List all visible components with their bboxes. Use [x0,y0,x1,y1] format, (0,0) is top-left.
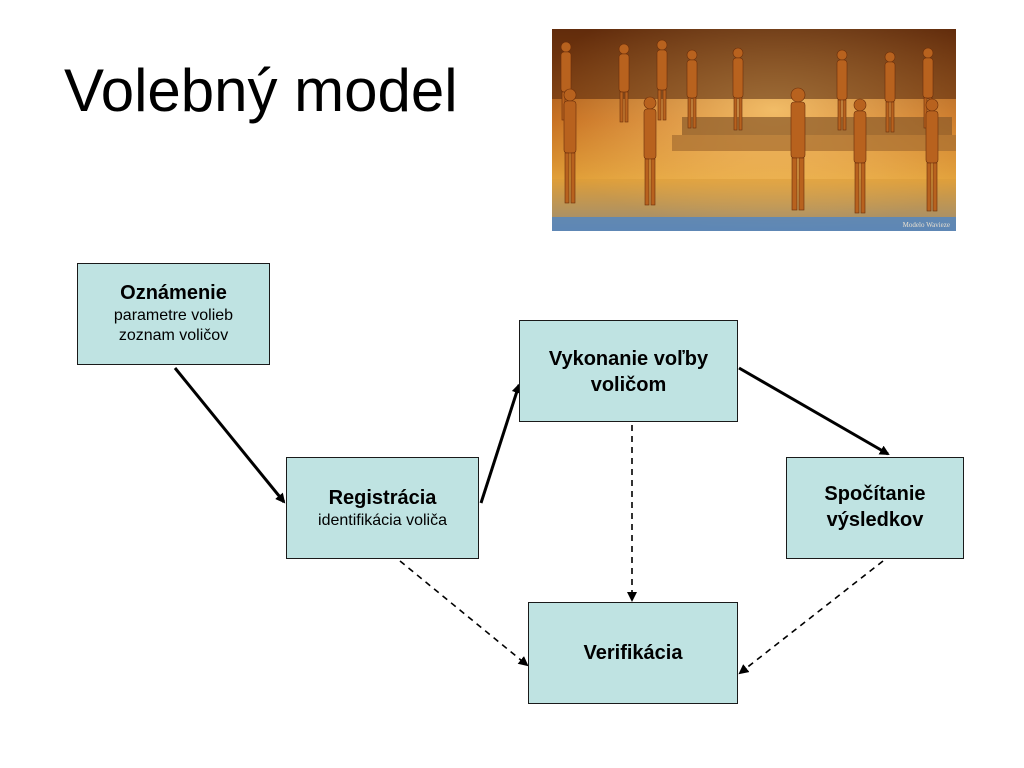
pageant-photo: Modelo Wavieze [552,29,956,231]
photo-watermark: Modelo Wavieze [903,221,950,229]
arrow-oznamenie-to-registracia [173,367,286,504]
arrow-vykonanie-to-spocitanie [738,366,890,456]
arrow-registracia-to-vykonanie [479,383,522,504]
box-verifikacia-title: Verifikácia [583,642,683,664]
box-spocitanie-title-line-2: výsledkov [826,509,924,531]
box-oznamenie: Oznámenie parametre volieb zoznam voličo… [77,263,270,365]
arrow-registracia-to-verifikacia [399,560,529,667]
arrow-spocitanie-to-verifikacia [738,560,884,675]
box-oznamenie-line-1: parametre volieb [113,307,234,324]
box-oznamenie-title: Oznámenie [120,282,227,304]
box-vykonanie-title-line-2: voličom [590,374,667,396]
box-verifikacia: Verifikácia [528,602,738,704]
box-registracia-title: Registrácia [328,487,437,509]
box-registracia-line-1: identifikácia voliča [318,512,447,529]
box-vykonanie-title-line-1: Vykonanie voľby [548,348,709,370]
box-spocitanie: Spočítanie výsledkov [786,457,964,559]
box-spocitanie-title-line-1: Spočítanie [824,483,926,505]
box-registracia: Registrácia identifikácia voliča [286,457,479,559]
box-vykonanie: Vykonanie voľby voličom [519,320,738,422]
box-oznamenie-line-2: zoznam voličov [118,327,229,344]
slide-title: Volebný model [64,57,458,124]
